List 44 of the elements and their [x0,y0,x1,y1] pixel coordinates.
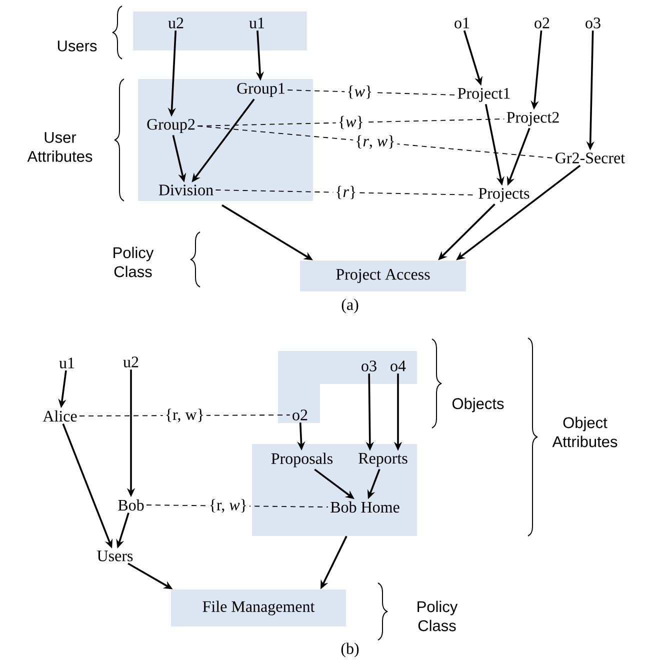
shaded-band [252,444,417,536]
node-label: o3 [362,360,376,372]
shaded-band [278,351,417,423]
group-label: Policy Class [418,600,458,632]
shaded-band [133,12,307,50]
node-label: Gr2-Secret [556,152,625,164]
group-label: User Attributes [27,132,92,162]
policy-class-box: File Management [171,590,346,626]
group-label: Object Attributes [552,416,618,448]
node-label: u2 [168,18,184,28]
node-label: Project1 [458,88,510,102]
policy-class-box: Project Access [300,260,466,292]
node-label: u2 [123,356,138,368]
edge-label: {r, w} [206,497,250,515]
dashed-line [197,126,554,158]
node-label: Bob Home [330,501,400,513]
group-label: Objects [452,398,504,412]
edge-label: {w} [344,84,375,101]
node-label: Alice [42,410,77,422]
node-label: o2 [292,410,308,420]
node-label: Bob [118,499,144,511]
node-label: o4 [390,360,406,372]
group-label: Policy Class [114,246,154,278]
node-label: Group2 [147,119,195,133]
node-label: u1 [249,18,264,28]
node-label: o3 [586,18,600,28]
node-label: o2 [534,18,550,28]
edge-label: {r, w} [353,133,398,151]
edge-label: {r, w} [162,406,206,424]
subfigure-label: (b) [341,642,359,658]
node-label: Projects [478,188,530,202]
edge-label: {w} [336,114,366,132]
group-label: Users [58,40,97,52]
node-label: Users [97,550,133,562]
dashed-line [197,118,505,126]
node-label: Project2 [506,112,559,126]
node-label: Proposals [271,452,333,468]
node-label: Division [158,184,214,196]
edge-label: {r} [333,184,359,202]
node-label: Reports [358,453,408,467]
node-label: Group1 [237,83,284,97]
shaded-band [138,79,313,201]
node-label: u1 [59,358,74,368]
node-label: o1 [454,18,470,28]
